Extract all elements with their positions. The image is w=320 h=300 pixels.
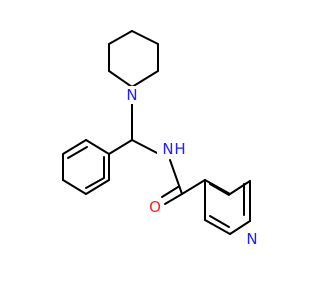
amide-h-label: H	[174, 140, 185, 158]
carbonyl-double-bond	[161, 186, 183, 205]
amide-n-label: N	[162, 140, 173, 158]
nh-to-carbonyl-bond	[169, 159, 183, 195]
atom-pyridine-n: N	[244, 230, 260, 248]
piperidine-n-label: N	[126, 86, 137, 104]
benzene-ring	[62, 139, 133, 195]
pyridine-ring	[204, 179, 251, 235]
ch-to-nh-bond	[131, 139, 160, 155]
carbonyl-to-pyridine-bond	[181, 179, 206, 195]
piperidine-ring	[108, 30, 159, 88]
atom-piperidine-n: N	[124, 86, 140, 104]
pyridine-n-label: N	[246, 230, 257, 248]
atom-amide-nh: N H	[157, 140, 187, 158]
carbonyl-o-label: O	[149, 198, 161, 216]
structure-diagram: N N H O N	[62, 30, 260, 248]
atom-carbonyl-o: O	[147, 198, 163, 216]
